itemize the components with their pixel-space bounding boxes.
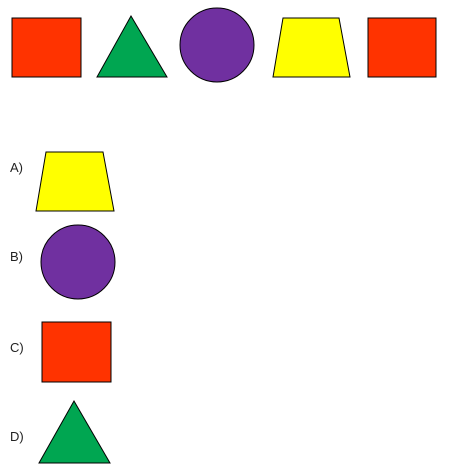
option-d-triangle[interactable] [38,399,111,464]
sequence-shape-2-triangle [96,14,168,78]
option-b-label: B) [10,249,23,264]
option-b-circle[interactable] [40,224,116,300]
sequence-shape-4-trapezoid [272,17,351,78]
option-d[interactable] [38,399,111,464]
option-b[interactable] [40,224,116,300]
option-c-label: C) [10,340,24,355]
option-c-square[interactable] [41,321,112,383]
option-c[interactable] [41,321,112,383]
sequence-row [11,7,437,83]
sequence-shape-5-square [367,17,437,78]
option-a-label: A) [10,160,23,175]
option-d-label: D) [10,429,24,444]
option-a[interactable] [35,151,115,212]
option-a-trapezoid[interactable] [35,151,115,212]
sequence-shape-1-square [11,17,82,78]
sequence-shape-3-circle [179,7,255,83]
